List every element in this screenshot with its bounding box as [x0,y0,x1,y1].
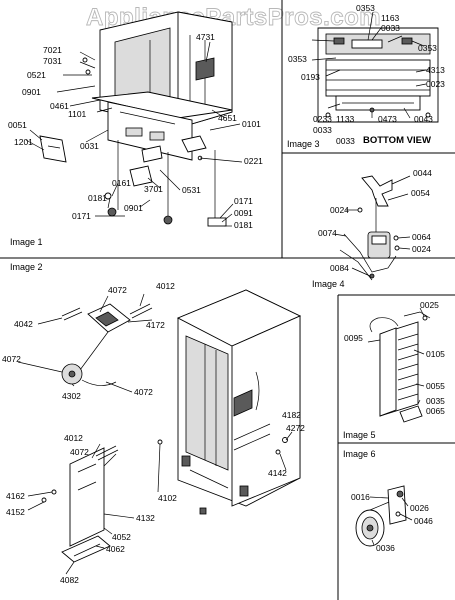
image-4-labels: Image 4 0044 0054 0024 0074 0064 0024 00… [312,168,432,289]
part-label: 0031 [80,141,99,151]
part-label: 1163 [381,13,400,23]
part-label: 0521 [27,70,46,80]
part-label: 0054 [411,188,430,198]
part-label: 0095 [344,333,363,343]
part-label: 7031 [43,56,62,66]
image-6-drawing [355,485,413,547]
part-label: 4172 [146,320,165,330]
part-label: 4731 [196,32,215,42]
part-label: 0221 [244,156,263,166]
image-1-drawing [25,11,243,227]
part-label: 4012 [64,433,83,443]
part-label: 0901 [22,87,41,97]
part-label: 0033 [313,125,332,135]
part-label: 0181 [234,220,253,230]
part-label: 0473 [378,114,397,124]
part-label: 4072 [70,447,89,457]
part-label: 0074 [318,228,337,238]
part-label: 0171 [234,196,253,206]
part-label: 0353 [356,3,375,13]
part-label: 7021 [43,45,62,55]
part-label: 4302 [62,391,81,401]
part-label: 4272 [286,423,305,433]
part-label: 0105 [426,349,445,359]
part-label: 0353 [288,54,307,64]
part-label: 4132 [136,513,155,523]
image-3-labels: Image 3 BOTTOM VIEW 0353 1163 0033 0353 … [287,3,445,149]
part-label: 1133 [336,114,355,124]
image-2-labels: Image 2 4072 4012 4042 4172 4072 4302 40… [2,262,305,585]
image-3-title: Image 3 [287,139,320,149]
part-label: 0035 [426,396,445,406]
part-label: 4072 [108,285,127,295]
image-4-title: Image 4 [312,279,345,289]
part-label: 0461 [50,101,69,111]
part-label: 0051 [8,120,27,130]
part-label: 4142 [268,468,287,478]
part-label: 0043 [414,114,433,124]
image-3-drawing [311,11,439,123]
part-label: 4313 [426,65,445,75]
part-label: 4162 [6,491,25,501]
part-label: 0024 [412,244,431,254]
image-4-drawing [333,175,411,281]
part-label: 4052 [112,532,131,542]
image-1-labels: Image 1 4731 7021 7031 0521 0901 0461 11… [8,32,263,247]
part-label: 0026 [410,503,429,513]
bottom-view-caption: BOTTOM VIEW [363,135,431,146]
part-label: 1101 [68,109,87,119]
part-label: 4062 [106,544,125,554]
part-label: 0531 [182,185,201,195]
part-label: 0055 [426,381,445,391]
part-label: 0193 [301,72,320,82]
part-label: 0025 [420,300,439,310]
part-label: 0033 [336,136,355,146]
part-label: 0353 [418,43,437,53]
part-label: 0036 [376,543,395,553]
part-label: 0233 [313,114,332,124]
part-label: 0024 [330,205,349,215]
part-label: 0046 [414,516,433,526]
image-5-drawing [367,307,431,423]
part-label: 0171 [72,211,91,221]
part-label: 0181 [88,193,107,203]
part-label: 4012 [156,281,175,291]
part-label: 4082 [60,575,79,585]
image-5-labels: Image 5 0025 0095 0105 0055 0035 0065 [343,300,445,440]
image-1-title: Image 1 [10,237,43,247]
part-label: 0161 [112,178,131,188]
part-label: 4152 [6,507,25,517]
part-label: 0064 [412,232,431,242]
part-label: 4102 [158,493,177,503]
part-label: 0044 [413,168,432,178]
part-label: 0101 [242,119,261,129]
part-label: 4651 [218,113,237,123]
part-label: 4072 [2,354,21,364]
part-label: 1201 [14,137,33,147]
part-label: 0091 [234,208,253,218]
part-label: 4072 [134,387,153,397]
part-label: 3701 [144,184,163,194]
part-label: 0033 [381,23,400,33]
image-2-drawing [17,289,302,575]
image-6-title: Image 6 [343,449,376,459]
part-label: 4182 [282,410,301,420]
part-label: 4042 [14,319,33,329]
image-6-labels: Image 6 0016 0026 0046 0036 [343,449,433,553]
part-label: 0065 [426,406,445,416]
image-2-title: Image 2 [10,262,43,272]
image-5-title: Image 5 [343,430,376,440]
part-label: 0084 [330,263,349,273]
part-label: 0016 [351,492,370,502]
part-label: 0901 [124,203,143,213]
part-label: 0023 [426,79,445,89]
